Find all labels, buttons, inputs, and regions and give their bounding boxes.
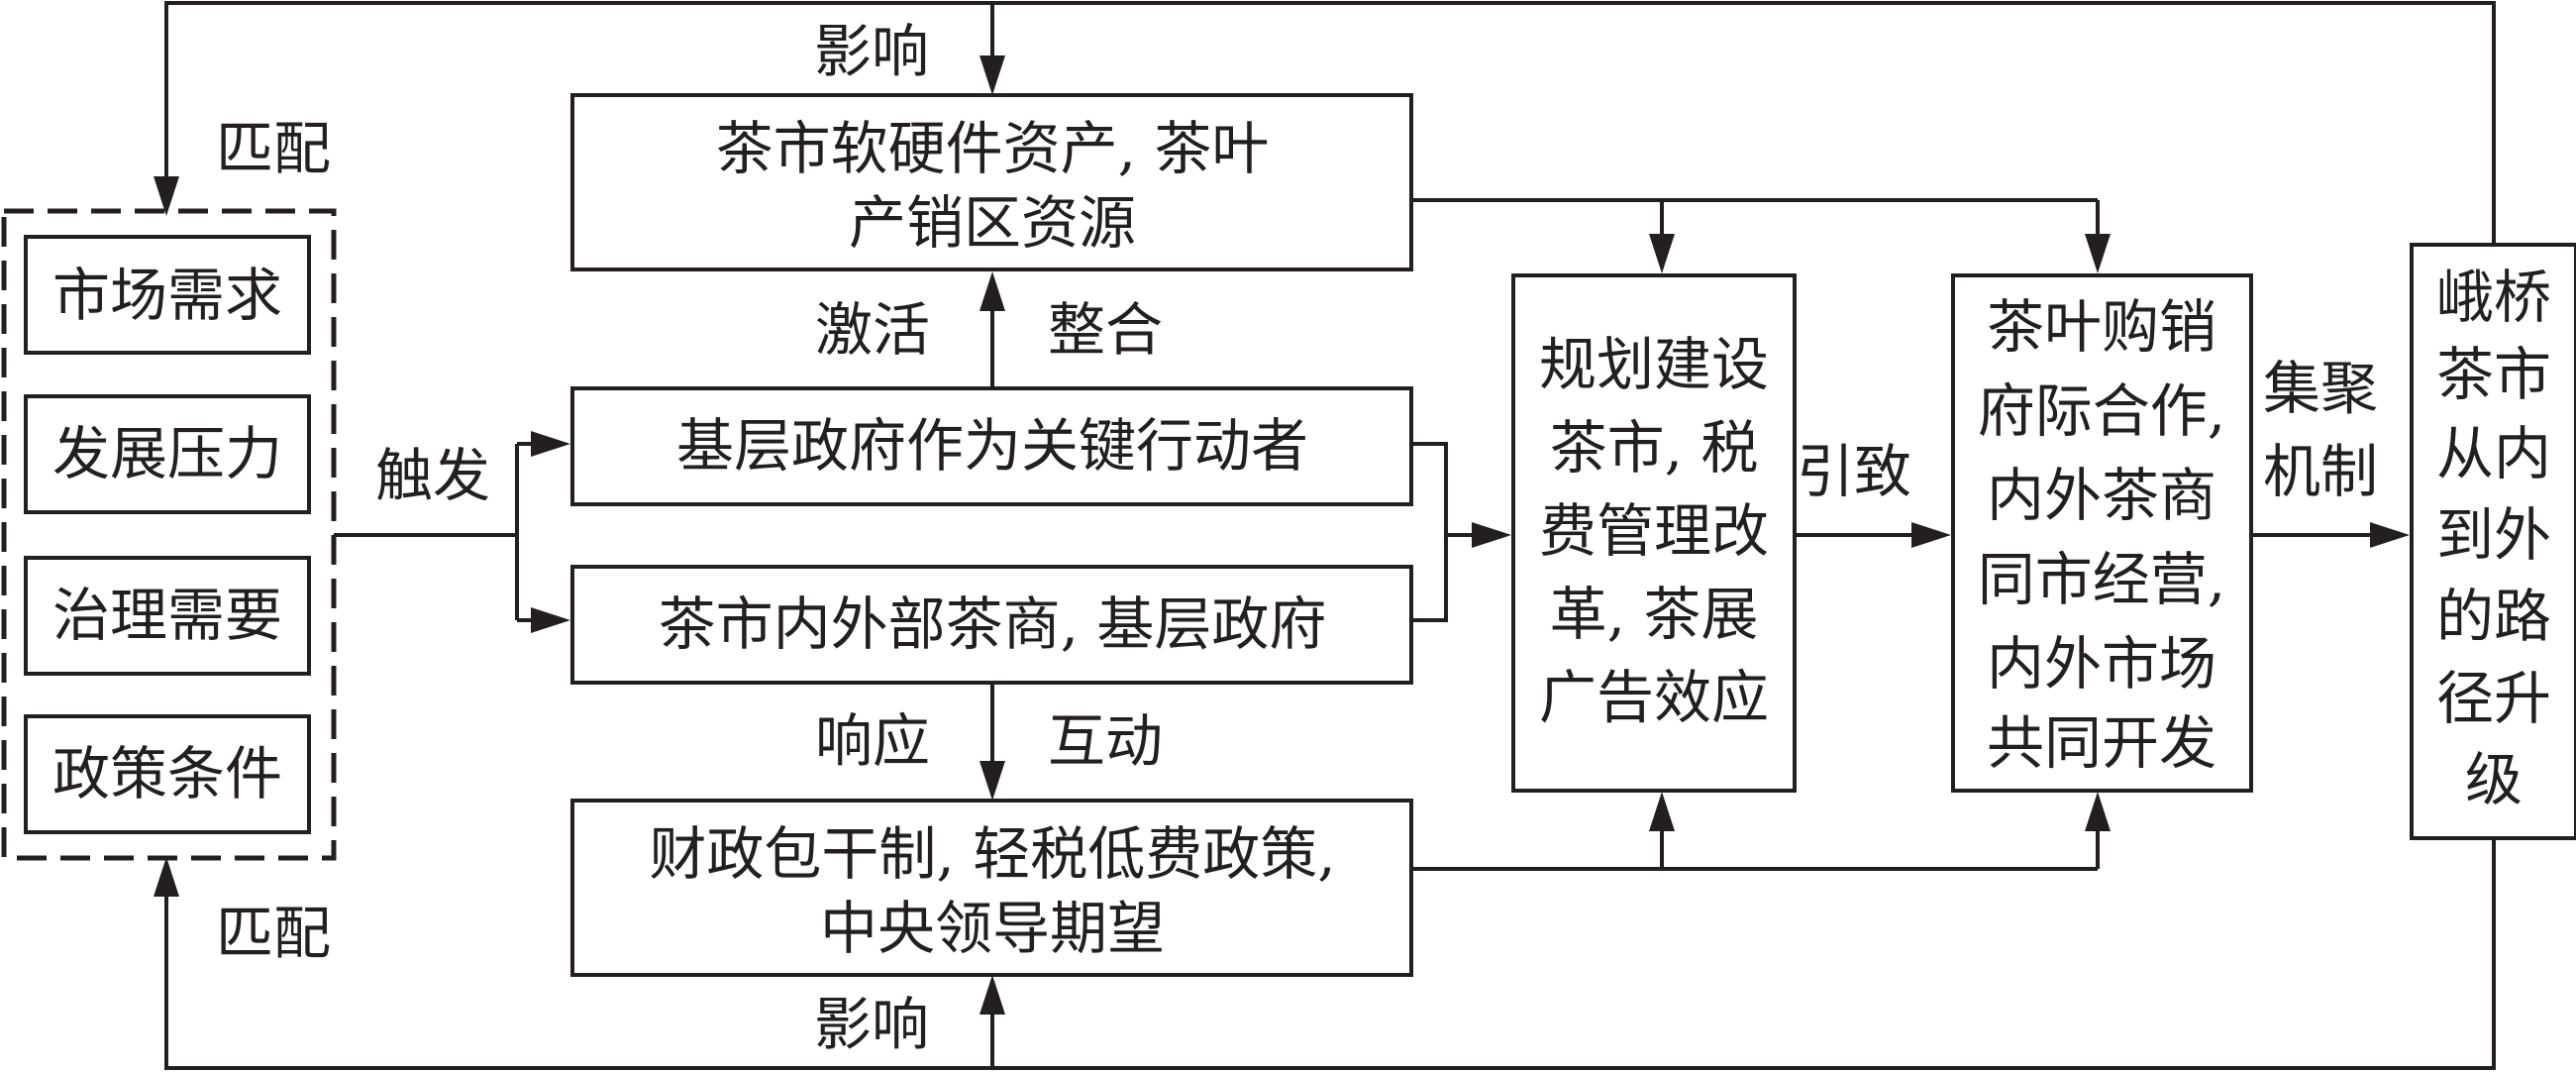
merchants-box-label: 茶市内外部茶商, 基层政府	[659, 590, 1327, 658]
planning-box: 规划建设 茶市, 税 费管理改 革, 茶展 广告效应	[1511, 273, 1797, 793]
cooperation-box-line: 同市经营,	[1978, 546, 2225, 613]
arrowhead	[1911, 522, 1951, 548]
arrowhead	[1649, 792, 1675, 831]
arrowhead	[2085, 792, 2111, 831]
result-box-line: 从内	[2436, 420, 2551, 487]
influence-label-top: 影响	[814, 18, 929, 85]
cooperation-box-line: 内外市场	[1987, 630, 2216, 697]
arrowhead	[2370, 522, 2410, 548]
result-box-line: 径升	[2436, 665, 2551, 732]
agglomeration-label: 机制	[2263, 438, 2378, 505]
factor-group-border	[1, 208, 337, 861]
planning-box-line: 革, 茶展	[1550, 581, 1759, 648]
trigger-line	[334, 442, 551, 622]
planning-box-line: 规划建设	[1539, 331, 1769, 398]
arrowhead	[531, 431, 570, 457]
lead-to-label: 引致	[1797, 438, 1911, 505]
result-box-line: 级	[2465, 746, 2523, 813]
factor-box-market-demand: 市场需求	[24, 235, 311, 355]
factor-group: 市场需求 发展压力 治理需要 政策条件	[1, 208, 337, 861]
feedback-line-top	[164, 1, 2496, 245]
gov-actor-box: 基层政府作为关键行动者	[570, 386, 1413, 506]
merchants-box: 茶市内外部茶商, 基层政府	[570, 565, 1413, 685]
arrowhead	[2085, 234, 2111, 273]
assets-out-line	[1411, 198, 2100, 242]
assets-box-line: 产销区资源	[849, 189, 1136, 257]
cooperation-box-line: 茶叶购销	[1987, 293, 2216, 361]
activate-label: 激活	[815, 296, 930, 364]
policy-box: 财政包干制, 轻税低费政策, 中央领导期望	[570, 799, 1413, 977]
planning-box-line: 广告效应	[1539, 664, 1769, 731]
arrowhead	[531, 607, 570, 633]
factor-label: 发展压力	[52, 420, 282, 487]
arrowhead	[154, 857, 179, 897]
match-label-top: 匹配	[216, 115, 331, 182]
planning-box-line: 费管理改	[1539, 497, 1769, 565]
influence-label-bottom: 影响	[814, 991, 929, 1058]
cooperation-box-line: 共同开发	[1987, 709, 2216, 777]
assets-box: 茶市软硬件资产, 茶叶 产销区资源	[570, 93, 1413, 271]
agglomeration-label: 集聚	[2263, 355, 2378, 422]
feedback-line-bottom	[164, 838, 2496, 1070]
planning-box-line: 茶市, 税	[1550, 414, 1759, 482]
gov-actor-box-label: 基层政府作为关键行动者	[676, 412, 1308, 480]
factor-box-policy-conditions: 政策条件	[24, 714, 311, 834]
result-box-line: 峨桥	[2436, 264, 2551, 331]
assets-box-line: 茶市软硬件资产, 茶叶	[716, 115, 1270, 182]
arrowhead	[979, 975, 1005, 1015]
arrowhead	[979, 271, 1005, 311]
factor-box-governance-need: 治理需要	[24, 556, 311, 676]
factor-label: 市场需求	[52, 262, 282, 329]
factor-label: 治理需要	[52, 582, 282, 649]
result-box-line: 茶市	[2436, 341, 2551, 408]
factor-box-development-pressure: 发展压力	[24, 394, 311, 514]
integrate-label: 整合	[1048, 296, 1163, 364]
interact-label: 互动	[1048, 707, 1163, 775]
arrowhead	[1649, 234, 1675, 273]
arrowhead	[154, 176, 179, 216]
policy-box-line: 中央领导期望	[820, 895, 1165, 962]
edge-labels: 影响 匹配 影响 匹配 触发 激活 整合 响应 互动 引致 集聚 机制	[216, 18, 2378, 1058]
arrowhead	[979, 55, 1005, 95]
arrowhead	[979, 761, 1005, 801]
match-label-bottom: 匹配	[216, 900, 331, 967]
cooperation-box-line: 府际合作,	[1978, 377, 2225, 445]
actors-merge-line	[1411, 442, 1476, 622]
factor-label: 政策条件	[52, 740, 282, 807]
policy-box-line: 财政包干制, 轻税低费政策,	[649, 820, 1335, 888]
policy-out-line	[1411, 822, 2100, 871]
result-box: 峨桥 茶市 从内 到外 的路 径升 级	[2410, 243, 2576, 840]
respond-label: 响应	[815, 707, 930, 775]
arrowheads	[154, 55, 2410, 1015]
arrowhead	[1472, 522, 1511, 548]
trigger-label: 触发	[375, 442, 490, 509]
result-box-line: 的路	[2436, 583, 2551, 650]
cooperation-box-line: 内外茶商	[1987, 462, 2216, 529]
result-box-line: 到外	[2436, 501, 2551, 569]
cooperation-box: 茶叶购销 府际合作, 内外茶商 同市经营, 内外市场 共同开发	[1951, 273, 2253, 793]
